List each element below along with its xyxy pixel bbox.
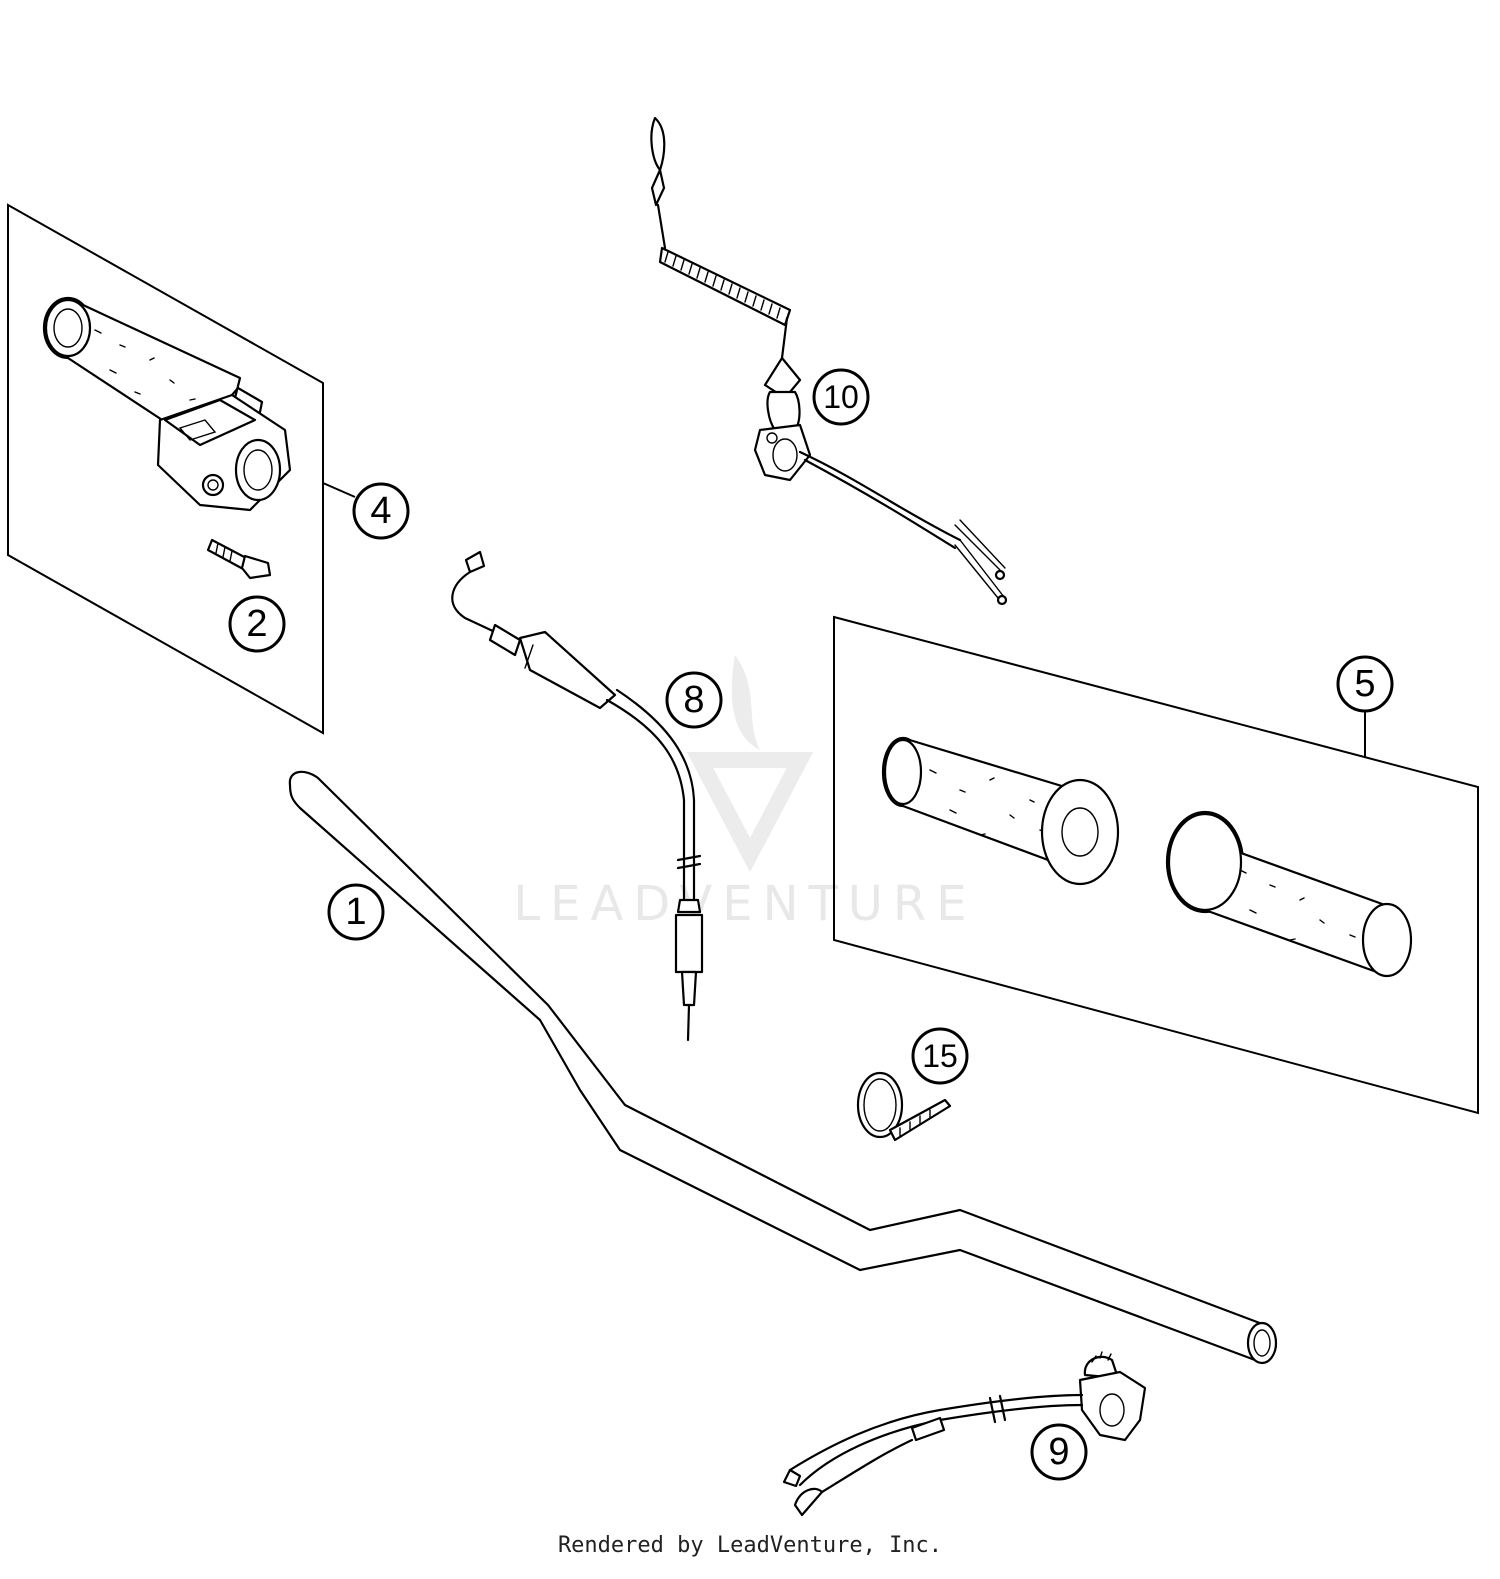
throttle-grip[interactable] (42, 296, 292, 512)
grip-right[interactable] (1165, 810, 1413, 978)
callout-1: 1 (327, 883, 385, 941)
watermark-text: LEADVENTURE (513, 876, 976, 932)
callout-5: 5 (1336, 655, 1394, 713)
grip-left[interactable] (881, 736, 1120, 886)
callout-10: 10 (812, 368, 870, 426)
svg-text:1: 1 (345, 891, 366, 933)
svg-text:10: 10 (823, 379, 859, 415)
credit-footer: Rendered by LeadVenture, Inc. (557, 1533, 943, 1558)
callout-4: 4 (352, 482, 410, 540)
panel-part-5 (833, 615, 1479, 1115)
svg-text:15: 15 (922, 1038, 958, 1074)
panel-part-4 (7, 203, 324, 735)
callout-8: 8 (665, 671, 723, 729)
lanyard-kill-switch[interactable] (650, 116, 1008, 606)
cable-tie[interactable] (856, 1071, 952, 1142)
callout-15: 15 (911, 1027, 969, 1085)
screw[interactable] (206, 538, 272, 580)
callout-9: 9 (1030, 1423, 1088, 1481)
svg-text:4: 4 (370, 490, 391, 532)
svg-text:9: 9 (1048, 1431, 1069, 1473)
leader-4 (322, 482, 356, 498)
start-button[interactable] (782, 1351, 1147, 1517)
svg-text:8: 8 (683, 679, 704, 721)
throttle-cable[interactable] (451, 550, 704, 1042)
leadventure-watermark: LEADVENTURE (513, 655, 976, 932)
svg-text:5: 5 (1354, 663, 1375, 705)
callout-2: 2 (228, 595, 286, 653)
handlebar[interactable] (288, 770, 1278, 1365)
svg-text:2: 2 (246, 603, 267, 645)
